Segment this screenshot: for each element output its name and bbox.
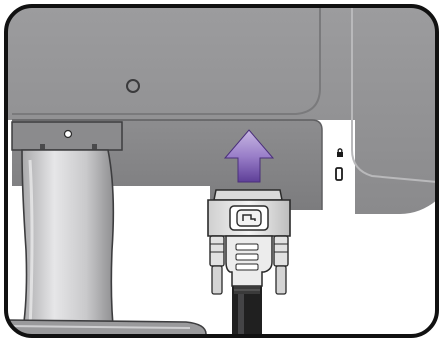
dvi-connector bbox=[208, 190, 290, 294]
